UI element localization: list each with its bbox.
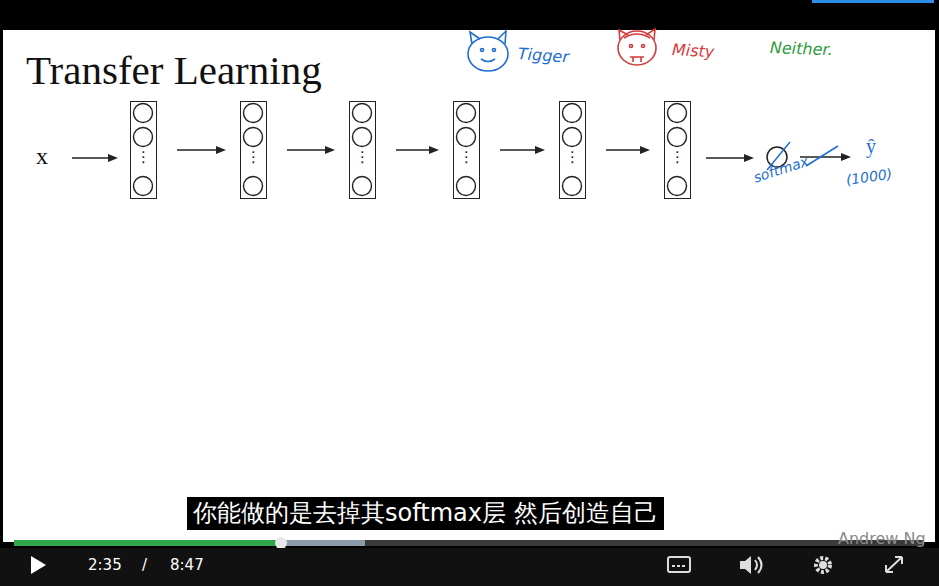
class-name: Neither.: [770, 38, 833, 59]
layer-box: ⋮: [130, 101, 157, 199]
layer-arrow: [287, 146, 335, 154]
layer-arrow: [606, 146, 650, 154]
ellipsis-text: ⋮: [241, 102, 266, 165]
slide-title: Transfer Learning: [26, 46, 322, 94]
layer-arrow: [500, 146, 545, 154]
layer-box: ⋮: [453, 101, 480, 199]
layer-box: ⋮: [240, 101, 267, 199]
layer-arrow: [396, 146, 439, 154]
ellipsis-text: ⋮: [454, 102, 479, 165]
slide: [3, 30, 935, 542]
input-label: x: [36, 142, 48, 171]
handwritten-note: softmax: [751, 153, 810, 187]
class-name: Misty: [671, 40, 714, 61]
cat-face-sketch: [468, 31, 508, 71]
cat-face-sketch: [618, 29, 656, 65]
layer-box: ⋮: [664, 101, 691, 199]
ellipsis-text: ⋮: [350, 102, 375, 165]
class-name: Tigger: [517, 44, 569, 67]
subtitle: 你能做的是去掉其softmax层 然后创造自己: [187, 497, 664, 530]
layer-box: ⋮: [349, 101, 376, 199]
layer-box: ⋮: [559, 101, 586, 199]
handwritten-note: (1000): [845, 166, 893, 189]
time-current: 2:35: [88, 556, 122, 574]
ellipsis-text: ⋮: [560, 102, 585, 165]
time-separator: /: [142, 556, 147, 574]
time-total: 8:47: [170, 556, 204, 574]
ellipsis-text: ⋮: [665, 102, 690, 165]
output-label: ŷ: [866, 134, 876, 158]
layer-arrow: [177, 146, 226, 154]
ellipsis-text: ⋮: [131, 102, 156, 165]
author-watermark: Andrew Ng: [838, 529, 926, 548]
